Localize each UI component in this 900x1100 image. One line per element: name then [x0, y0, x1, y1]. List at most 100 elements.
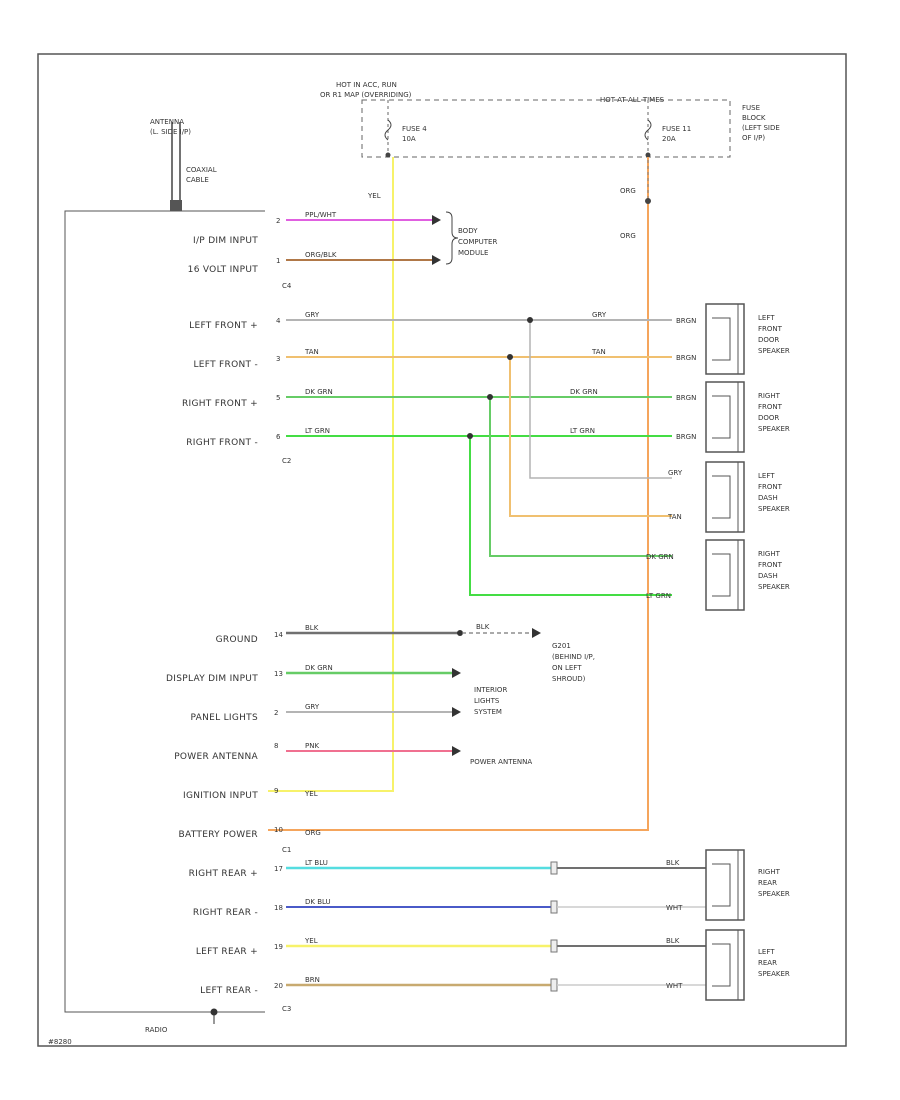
wire-code: GRY [305, 703, 320, 711]
wire-code: BRN [305, 976, 320, 984]
fuse-4-label: FUSE 4 [402, 125, 427, 133]
wire-code: WHT [666, 982, 683, 990]
wire-code: PNK [305, 742, 319, 750]
ground-label: SHROUD) [552, 675, 586, 683]
radio-label: RADIO [145, 1026, 168, 1034]
wire-code: ORG/BLK [305, 251, 337, 259]
fuse-block-label-1: FUSE [742, 104, 760, 112]
pin-num: 19 [274, 943, 283, 951]
fuse-4-node [385, 152, 391, 158]
hot-in-acc-run-label: HOT IN ACC, RUN [336, 81, 397, 89]
wire-code: LT GRN [646, 592, 671, 600]
wire-ltgrn-dash [469, 436, 672, 596]
wire-code: BRGN [676, 394, 696, 402]
module-bracket [445, 211, 459, 265]
pin-num: 10 [274, 826, 283, 834]
pin-row: I/P DIM INPUT 2 PPL/WHT [193, 211, 441, 246]
wire-code: GRY [592, 311, 607, 319]
speaker-label: RIGHT [758, 868, 781, 876]
wire-code: BRGN [676, 433, 696, 441]
module-label-1: BODY [458, 227, 478, 235]
wire-code: LT GRN [305, 427, 330, 435]
hot-at-all-times-label: HOT AT ALL TIMES [600, 96, 665, 104]
interior-lights-label: INTERIOR [474, 686, 507, 694]
diagram-frame [37, 53, 847, 1047]
speaker-label: SPEAKER [758, 583, 790, 591]
arrow-icon [432, 215, 441, 225]
wire-code: TAN [667, 513, 682, 521]
figure-id: #8280 [48, 1038, 72, 1046]
wire-code: TAN [591, 348, 606, 356]
interior-lights-label: LIGHTS [474, 697, 500, 705]
pin-num: 13 [274, 670, 283, 678]
pin-label-lr-plus: LEFT REAR + [196, 947, 258, 957]
arrow-icon [452, 668, 461, 678]
splice-node [487, 394, 493, 400]
speaker-icon [705, 539, 745, 611]
pin-num: 8 [274, 742, 278, 750]
arrow-icon [452, 746, 461, 756]
pin-label-rr-minus: RIGHT REAR - [193, 908, 258, 918]
org-label-2: ORG [620, 232, 636, 240]
wire-yel-ignition [268, 157, 394, 792]
connector-c1: C1 [282, 846, 291, 854]
radio-box-outline [64, 210, 265, 1013]
wire-code: DK GRN [305, 388, 333, 396]
fuse-11-symbol [644, 119, 652, 141]
wire-org-battery [268, 157, 649, 831]
pin-label-ground: GROUND [216, 635, 258, 645]
speaker-label: FRONT [758, 325, 783, 333]
wire-gry-dash [529, 320, 672, 479]
speaker-label: RIGHT [758, 550, 781, 558]
pin-label-rf-minus: RIGHT FRONT - [186, 438, 258, 448]
wire-code: DK BLU [305, 898, 331, 906]
speaker-label: DOOR [758, 414, 779, 422]
speaker-icon [705, 461, 745, 533]
rear-connector [550, 978, 558, 992]
wire-tan-dash [509, 357, 672, 517]
module-label-2: COMPUTER [458, 238, 497, 246]
wire-code: LT GRN [570, 427, 595, 435]
antenna-label-2: (L. SIDE I/P) [150, 128, 191, 136]
pin-label-ignition: IGNITION INPUT [183, 791, 258, 801]
speaker-label: DASH [758, 494, 778, 502]
speaker-icon [705, 929, 745, 1001]
pin-num: 9 [274, 787, 278, 795]
wire-code: GRY [668, 469, 683, 477]
speaker-label: REAR [758, 879, 777, 887]
fuse-block-label-4: OF I/P) [742, 134, 765, 142]
ground-arrow-icon [532, 628, 541, 638]
splice-node [507, 354, 513, 360]
wire-code: BLK [666, 937, 680, 945]
yel-label: YEL [367, 192, 381, 200]
pin-label-lf-plus: LEFT FRONT + [189, 321, 258, 331]
speaker-label: FRONT [758, 483, 783, 491]
speaker-icon [705, 381, 745, 453]
speaker-label: LEFT [758, 314, 775, 322]
wire-code: WHT [666, 904, 683, 912]
speaker-label: SPEAKER [758, 347, 790, 355]
wire-code: BLK [666, 859, 680, 867]
pin-num: 14 [274, 631, 283, 639]
speaker-icon [705, 849, 745, 921]
org-node [645, 198, 651, 204]
fuse-11-label: FUSE 11 [662, 125, 691, 133]
splice-node [467, 433, 473, 439]
power-antenna-label: POWER ANTENNA [470, 758, 532, 766]
speaker-label: SPEAKER [758, 970, 790, 978]
hot-in-acc-run-label-2: OR R1 MAP (OVERRIDING) [320, 91, 412, 99]
interior-lights-label: SYSTEM [474, 708, 502, 716]
wire-code: BRGN [676, 317, 696, 325]
fuse-4-symbol [384, 119, 392, 141]
ground-label: (BEHIND I/P, [552, 653, 595, 661]
wire-dkgrn-dash [489, 397, 672, 557]
speaker-label: RIGHT [758, 392, 781, 400]
pin-label-battery: BATTERY POWER [179, 830, 258, 840]
rear-connector [550, 900, 558, 914]
arrow-icon [432, 255, 441, 265]
speaker-label: DASH [758, 572, 778, 580]
pin-label-lr-minus: LEFT REAR - [200, 986, 258, 996]
wire-code: DK GRN [570, 388, 598, 396]
pin-num: 4 [276, 317, 281, 325]
pin-label-16v: 16 VOLT INPUT [188, 265, 259, 275]
